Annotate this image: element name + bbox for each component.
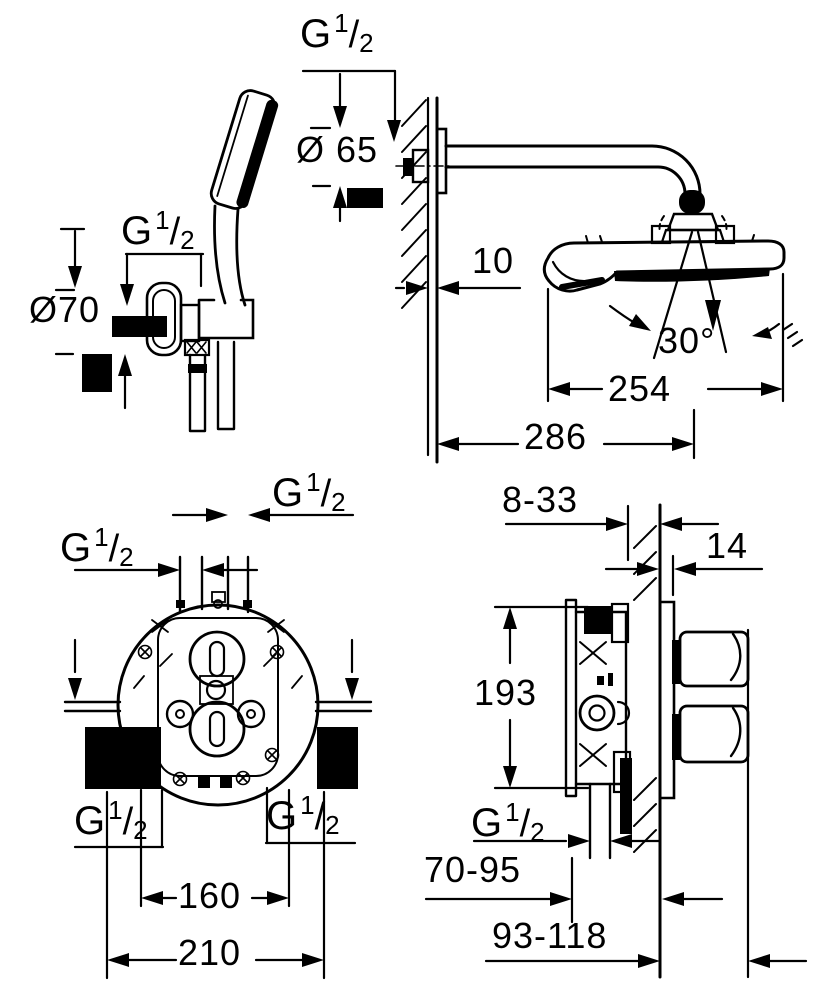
thread-dim-side [472, 834, 661, 848]
dim-10-lines [394, 281, 522, 295]
dim-193-lines [493, 605, 590, 790]
rough-in-side-view [424, 503, 808, 979]
dim-286-lines [437, 408, 696, 460]
thread-leader-bottom-left [73, 788, 165, 849]
thread-dim-top-right [171, 508, 355, 522]
hand-shower-view [54, 89, 279, 433]
dim-label-dia-70: Ø70 [29, 289, 101, 330]
dim-label-8-33: 8-33 [502, 479, 579, 520]
dim-254-lines [546, 272, 785, 403]
head-shower-view [301, 69, 804, 464]
thread-dim-top-left [73, 563, 259, 577]
thread-leader-bottom-right [264, 786, 357, 845]
thread-leader-hand [120, 252, 205, 306]
dim-label-dia-65: Ø 65 [296, 129, 379, 170]
dim-label-254: 254 [608, 368, 672, 409]
dim-93-118-lines [484, 954, 808, 968]
dim-210-lines [105, 790, 326, 980]
dim-label-10: 10 [472, 240, 515, 281]
dim-70-95-lines [424, 856, 724, 924]
wall-hatch [401, 99, 427, 309]
dim-label-193: 193 [474, 672, 538, 713]
dim-label-70-95: 70-95 [424, 849, 522, 890]
dim-label-93-118: 93-118 [492, 915, 608, 956]
dim-14-lines [604, 554, 764, 597]
dim-label-286: 286 [524, 416, 588, 457]
dim-label-160: 160 [178, 875, 242, 916]
screw-icons [137, 644, 285, 787]
texture-strokes [133, 619, 303, 689]
dim-70-lines [54, 227, 132, 410]
hand-shower-head [209, 89, 279, 210]
rough-in-front-view [63, 508, 373, 980]
dim-label-14: 14 [706, 525, 749, 566]
dim-label-30deg: 30° [658, 320, 716, 361]
dim-8-33-lines [504, 504, 720, 562]
dim-label-210: 210 [178, 932, 242, 973]
thread-leader-arm [301, 69, 401, 223]
shower-head [542, 239, 786, 293]
dim-160-lines [139, 788, 291, 908]
swivel-angle-annotation [608, 230, 804, 360]
